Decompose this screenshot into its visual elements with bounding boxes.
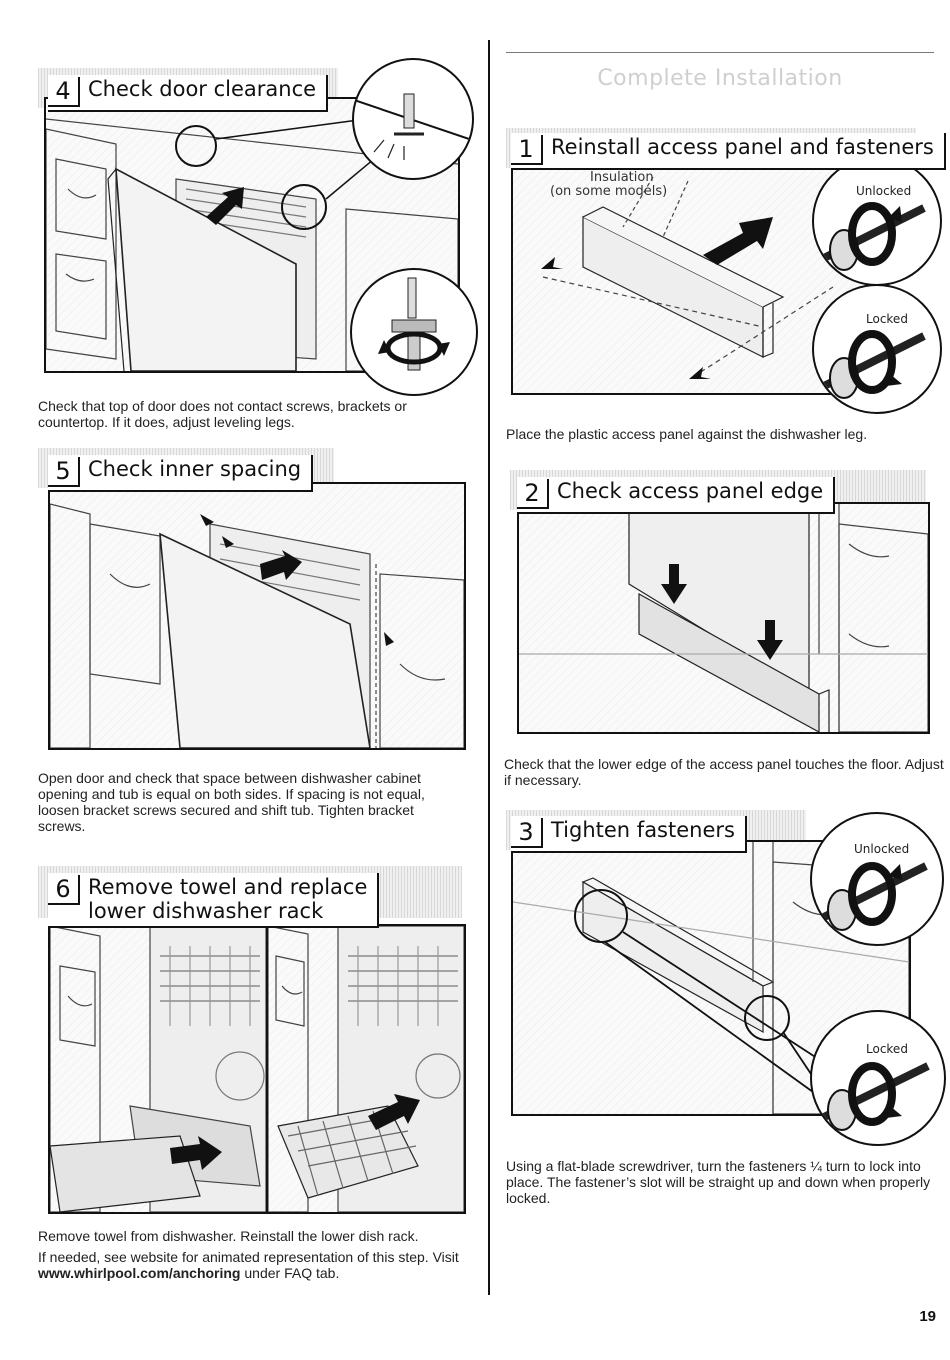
step5-number: 5 [48,457,80,487]
r-step3-caption: Using a flat-blade screwdriver, turn the… [506,1158,931,1206]
step5-caption: Open door and check that space between d… [38,770,425,834]
step6-number: 6 [48,875,80,905]
step4-callout-bottom [350,268,478,396]
step6-caption-1: Remove towel from dishwasher. Reinstall … [38,1228,419,1244]
step6-title-line1: Remove towel and replace [88,875,368,899]
r-step2-title-text: Check access panel edge [557,479,824,503]
step5-title-text: Check inner spacing [88,457,302,481]
r-step3-number: 3 [511,818,543,848]
r-step1-title-text: Reinstall access panel and fasteners [551,135,934,159]
step6-title-line2: lower dishwasher rack [88,899,324,923]
section-title: Complete Installation [597,66,843,91]
r-step2-title: 2 Check access panel edge [517,477,836,514]
r-step2-caption: Check that the lower edge of the access … [504,756,944,788]
r-step2-figure [517,502,930,734]
r-step1-number: 1 [511,135,543,165]
r-step3-callout-locked: Locked [810,1010,946,1146]
step5-title: 5 Check inner spacing [48,455,314,492]
r-step1-caption: Place the plastic access panel against t… [506,426,868,442]
step4-caption: Check that top of door does not contact … [38,398,407,430]
r-step1-illustration [541,176,834,379]
step4-number: 4 [48,77,80,107]
r-step3-illustration [513,842,909,1114]
r-step3-label-locked: Locked [866,1042,908,1056]
r-step2-illustration [519,504,928,732]
step4-title-text: Check door clearance [88,77,317,101]
r-step1-insulation-line1: Insulation [590,170,654,185]
step6-illustration-right [268,926,464,1212]
step5-illustration [50,503,464,748]
whirlpool-anchoring-link[interactable]: www.whirlpool.com/anchoring [38,1265,241,1281]
step6-caption-2-prefix: If needed, see website for animated repr… [38,1249,459,1265]
step6-figure-left [48,924,268,1214]
section-top-rule [506,52,934,53]
r-step1-callout-locked: Locked [812,284,942,414]
step6-figure-right [266,924,466,1214]
step5-figure [48,482,466,750]
page-number: 19 [919,1308,936,1325]
step6-caption-2: If needed, see website for animated repr… [38,1249,468,1281]
step6-caption-2-suffix: under FAQ tab. [240,1265,340,1281]
r-step1-callout-unlocked: Unlocked [812,156,942,286]
r-step3-title-text: Tighten fasteners [551,818,735,842]
r-step3-label-unlocked: Unlocked [854,842,910,856]
r-step3-callout-unlocked: Unlocked [810,812,944,946]
step4-callout-top [352,58,474,180]
r-step1-label-unlocked: Unlocked [856,184,912,198]
r-step1-label-locked: Locked [866,312,908,326]
r-step2-number: 2 [517,479,549,509]
column-divider [488,40,490,1295]
step4-illustration [46,118,458,371]
step4-title: 4 Check door clearance [48,75,329,112]
step6-title: 6 Remove towel and replace lower dishwas… [48,873,380,928]
r-step1-title: 1 Reinstall access panel and fasteners [511,133,946,170]
r-step3-title: 3 Tighten fasteners [511,816,747,853]
step6-illustration-left [50,926,266,1212]
r-step1-insulation-line2: (on some models) [550,184,668,199]
